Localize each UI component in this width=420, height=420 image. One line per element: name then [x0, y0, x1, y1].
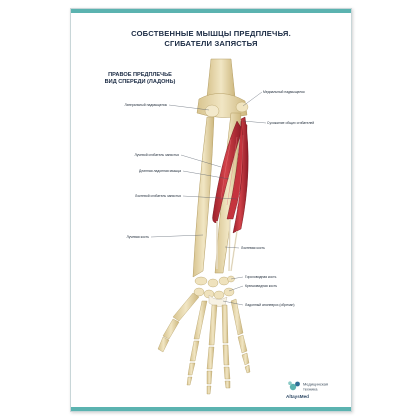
label-ulna: Локтевая кость: [241, 246, 265, 250]
title-line-2: СГИБАТЕЛИ ЗАПЯСТЬЯ: [164, 38, 258, 48]
leader-lines: [150, 91, 267, 306]
carpal-bones: [193, 275, 235, 300]
flexor-carpi-radialis-muscle: [212, 120, 243, 224]
logo-brand: AltaysMed: [286, 394, 309, 399]
label-medial-epicondyle: Медиальный надмыщелок: [263, 90, 305, 94]
label-lateral-epicondyle: Латеральный надмыщелок: [124, 103, 167, 107]
label-common-flexor-tendon: Сухожилие общих сгибателей: [267, 121, 314, 125]
logo-tagline-1: Медицинская: [303, 382, 328, 387]
lateral-epicondyle-knob: [204, 104, 220, 118]
title-line-1: СОБСТВЕННЫЕ МЫШЦЫ ПРЕДПЛЕЧЬЯ.: [131, 29, 291, 38]
subtitle-line-2: ВИД СПЕРЕДИ (ЛАДОНЬ): [104, 79, 176, 85]
label-flexor-carpi-ulnaris: Локтевой сгибатель запястья: [135, 194, 181, 198]
poster: СОБСТВЕННЫЕ МЫШЦЫ ПРЕДПЛЕЧЬЯ. СГИБАТЕЛИ …: [70, 8, 352, 412]
bottom-accent-bar: [71, 407, 351, 411]
label-pisiform: Гороховидная кость: [245, 275, 277, 279]
label-flexor-carpi-radialis: Лучевой сгибатель запястья: [134, 153, 179, 157]
subtitle-line-1: ПРАВОЕ ПРЕДПЛЕЧЬЕ: [108, 72, 172, 78]
poster-subtitle: ПРАВОЕ ПРЕДПЛЕЧЬЕ ВИД СПЕРЕДИ (ЛАДОНЬ): [85, 72, 195, 86]
logo-tagline-2: техника: [303, 387, 318, 392]
finger-bones: [186, 298, 251, 395]
label-palmar-aponeurosis: Ладонный апоневроз (обрезан): [245, 303, 295, 307]
label-hamate: Крючковидная кость: [245, 284, 277, 288]
top-accent-bar: [71, 9, 351, 13]
label-radius: Лучевая кость: [127, 235, 150, 239]
humerus-bone: [206, 58, 236, 98]
poster-title: СОБСТВЕННЫЕ МЫШЦЫ ПРЕДПЛЕЧЬЯ. СГИБАТЕЛИ …: [71, 29, 351, 48]
label-palmaris-longus: Длинная ладонная мышца: [139, 169, 181, 173]
brand-logo: Медицинская техника AltaysMed: [285, 380, 347, 404]
forearm-illustration: Латеральный надмыщелок Медиальный надмыщ…: [124, 58, 314, 395]
logo-mark-icon: [288, 381, 300, 391]
thumb-bones: [157, 292, 200, 353]
tendons-outline: [216, 218, 238, 272]
